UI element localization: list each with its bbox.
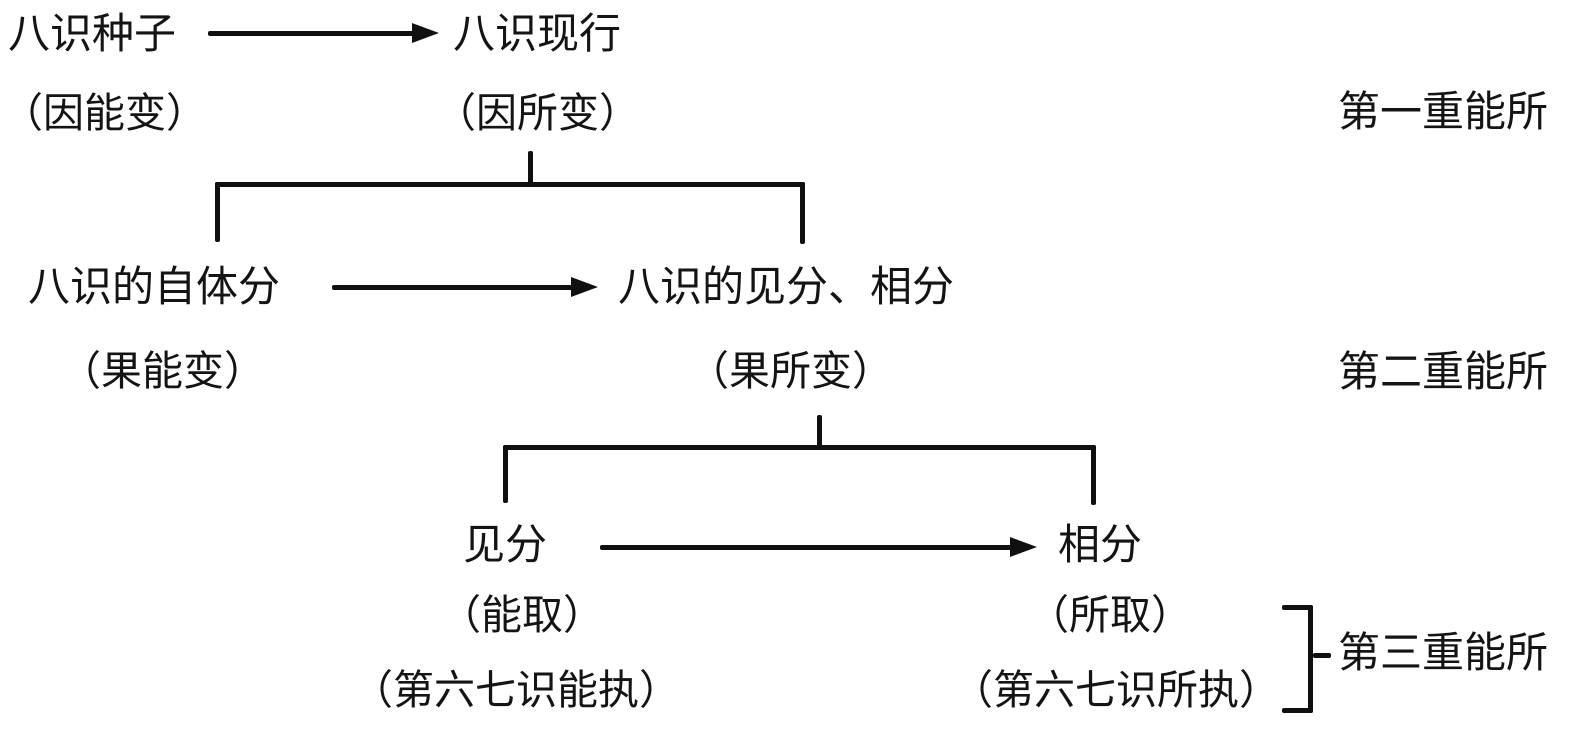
- branch-bracket-level2-left-drop: [503, 445, 508, 503]
- level2-source-node: 八识的自体分: [28, 265, 281, 311]
- stage-label-3: 第三重能所: [1338, 631, 1549, 677]
- branch-bracket-level1-stub: [528, 151, 533, 187]
- group-bracket-level3-tick: [1313, 653, 1331, 658]
- level2-target-note: （果所变）: [688, 348, 893, 394]
- group-bracket-level3-bottom: [1282, 708, 1313, 713]
- branch-bracket-level1-left-drop: [215, 182, 220, 242]
- level2-target-node: 八识的见分、相分: [618, 265, 955, 311]
- level3-source-note2: （第六七识能执）: [352, 667, 680, 713]
- arrow-level3-shaft: [600, 545, 1012, 550]
- level3-source-node: 见分: [463, 523, 548, 569]
- level1-target-node: 八识现行: [453, 12, 622, 58]
- branch-bracket-level2-stub: [817, 415, 822, 450]
- arrow-level2-head-icon: [571, 277, 598, 297]
- arrow-level1-head-icon: [412, 23, 439, 43]
- stage-label-2: 第二重能所: [1338, 350, 1549, 396]
- level2-source-note: （果能变）: [60, 348, 265, 394]
- level3-source-note: （能取）: [440, 592, 604, 638]
- level3-target-node: 相分: [1058, 523, 1143, 569]
- arrow-level3-head-icon: [1010, 537, 1037, 557]
- branch-bracket-level2-right-drop: [1091, 445, 1096, 505]
- arrow-level2-shaft: [332, 285, 574, 290]
- level3-target-note2: （第六七识所执）: [952, 667, 1280, 713]
- group-bracket-level3-top: [1282, 605, 1313, 610]
- level1-target-note: （因所变）: [435, 90, 640, 136]
- level3-target-note: （所取）: [1028, 592, 1192, 638]
- level1-source-node: 八识种子: [8, 12, 177, 58]
- arrow-level1-shaft: [208, 31, 418, 36]
- group-bracket-level3-vertical: [1308, 605, 1313, 713]
- stage-label-1: 第一重能所: [1338, 90, 1549, 136]
- branch-bracket-level1-horizontal: [215, 182, 805, 187]
- branch-bracket-level1-right-drop: [800, 182, 805, 244]
- branch-bracket-level2-horizontal: [503, 445, 1096, 450]
- level1-source-note: （因能变）: [2, 90, 207, 136]
